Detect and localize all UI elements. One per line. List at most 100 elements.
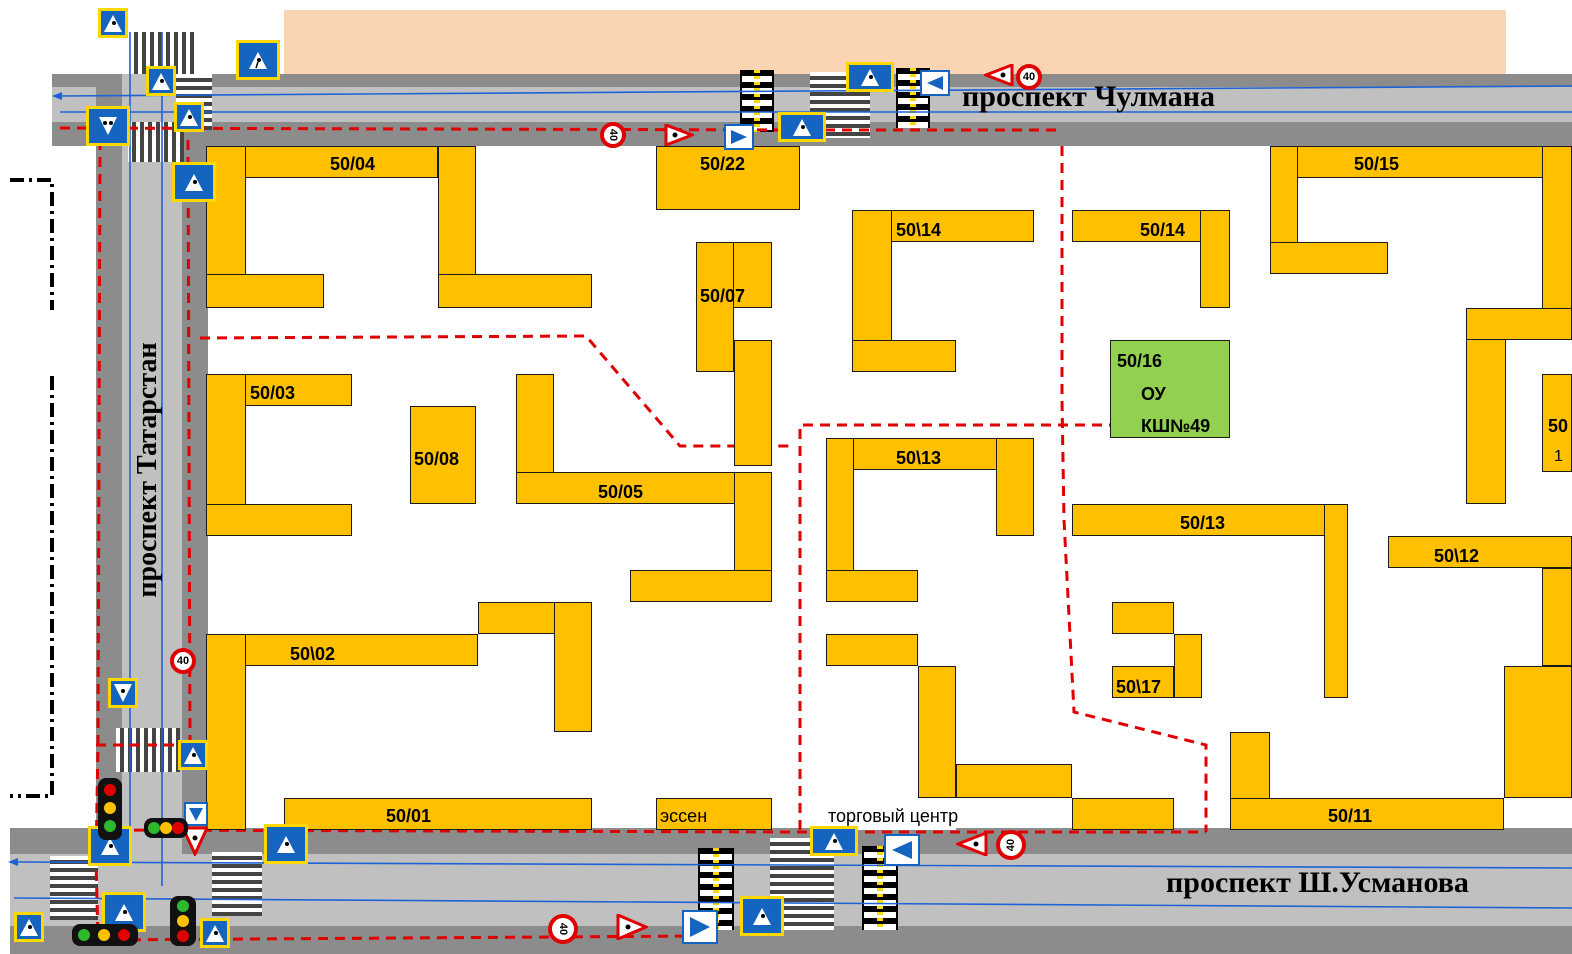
building-50-11 [1230, 798, 1504, 830]
building-50-11 [1542, 568, 1572, 666]
one-way-arrow-icon [184, 802, 208, 826]
speed-bump-icon [698, 848, 734, 930]
children-warning-icon [956, 832, 988, 856]
building-shopping-center [826, 798, 956, 830]
top-banner [284, 10, 1506, 74]
pedestrian-crossing-sign-icon [146, 66, 176, 96]
building-label: 50\02 [290, 644, 336, 664]
building-50-12 [1466, 308, 1506, 504]
street-name-tatarstan: проспект Татарстан [132, 342, 163, 598]
building-shopping-center [918, 666, 956, 798]
traffic-light-icon [72, 924, 138, 946]
children-crossing-sign-icon [86, 106, 130, 146]
building-50-04 [438, 274, 592, 308]
speed-bump-icon [896, 68, 930, 128]
building-50-17 [1112, 666, 1174, 698]
building-essen [656, 798, 772, 830]
building-shopping-center [826, 634, 918, 666]
speed-limit-sign: 40 [996, 830, 1026, 860]
school-number: 50/16 [1117, 351, 1163, 371]
pedestrian-crossing-sign-icon [14, 912, 44, 942]
building-50-13a [826, 570, 918, 602]
building-label: 50 [1548, 416, 1569, 436]
building-50-17 [1174, 634, 1202, 698]
crosswalk [50, 856, 98, 920]
school-type: ОУ [1141, 384, 1166, 404]
building-label: торговый центр [828, 806, 959, 826]
building-50-17 [1112, 602, 1174, 634]
school-name: КШ№49 [1141, 416, 1211, 436]
pedestrian-crossing-sign-icon [178, 740, 208, 770]
building-label: 50/04 [330, 154, 376, 174]
building-label: 50/08 [414, 449, 460, 469]
street-name-chulmana: проспект Чулмана [962, 80, 1216, 113]
children-warning-icon [182, 826, 208, 856]
pedestrian-crossing-sign-icon [174, 102, 204, 132]
building-50-02 [206, 634, 478, 666]
building-label: 1 [1554, 448, 1563, 465]
pedestrian-crossing-sign-icon [236, 40, 280, 80]
building-50-13a [996, 438, 1034, 536]
building-50-05 [630, 570, 772, 602]
building-50-22 [656, 146, 800, 210]
building-50-11 [1504, 666, 1572, 798]
building-label: 50/13 [1180, 513, 1226, 533]
building-partial-right [1542, 374, 1572, 472]
building-50-13b [1072, 504, 1348, 536]
building-label: 50\12 [1434, 546, 1480, 566]
pedestrian-crossing-sign-icon [264, 824, 308, 864]
one-way-arrow-icon [724, 124, 754, 150]
building-50-07 [734, 340, 772, 466]
pedestrian-crossing-sign-icon [200, 918, 230, 948]
building-50-13b [1324, 504, 1348, 698]
speed-limit-sign: 40 [1016, 64, 1042, 90]
one-way-arrow-icon [920, 70, 950, 96]
traffic-light-icon [144, 818, 188, 838]
traffic-light-icon [170, 896, 196, 946]
building-label: 50\13 [896, 448, 942, 468]
pedestrian-crossing-sign-icon [778, 112, 826, 142]
building-label: 50\14 [896, 220, 942, 240]
pedestrian-crossing-sign-icon [846, 62, 894, 92]
building-label: 50/22 [700, 154, 746, 174]
school-building: 50/16 ОУ КШ№49 [1110, 340, 1230, 438]
pedestrian-crossing-sign-icon [810, 826, 858, 856]
building-shopping-center [956, 764, 1072, 798]
pedestrian-crossing-sign-icon [98, 8, 128, 38]
children-crossing-sign-icon [108, 678, 138, 708]
crosswalk [116, 728, 180, 772]
building-label: 50/15 [1354, 154, 1400, 174]
speed-bump-icon [740, 70, 774, 132]
building-label: 50/14 [1140, 220, 1186, 240]
building-50-14b [1200, 210, 1230, 308]
building-50-05 [516, 472, 772, 504]
one-way-arrow-icon [884, 834, 920, 866]
speed-limit-sign: 40 [548, 914, 578, 944]
building-50-12 [1466, 308, 1572, 340]
building-50-03 [206, 504, 352, 536]
building-50-14a [852, 340, 956, 372]
building-label: 50/01 [386, 806, 432, 826]
speed-limit-sign: 40 [170, 648, 196, 674]
building-50-15 [1270, 146, 1572, 178]
building-50-12 [1388, 536, 1572, 568]
building-label: 50/11 [1328, 806, 1373, 826]
building-50-04 [206, 274, 324, 308]
traffic-light-icon [98, 778, 122, 840]
street-name-usmanova: проспект Ш.Усманова [1166, 866, 1469, 899]
pedestrian-crossing-sign-icon [172, 162, 216, 202]
children-warning-icon [984, 64, 1014, 86]
speed-limit-sign: 40 [600, 122, 626, 148]
building-label: 50/03 [250, 383, 296, 403]
building-50-07 [696, 242, 734, 372]
building-50-02 [206, 634, 246, 830]
children-warning-icon [616, 914, 648, 940]
pedestrian-crossing-sign-icon [740, 896, 784, 936]
building-50-02 [554, 602, 592, 732]
building-shopping-center [1072, 798, 1174, 830]
building-label: 50\17 [1116, 677, 1162, 697]
building-label: эссен [660, 806, 708, 826]
building-50-01 [284, 798, 592, 830]
one-way-arrow-icon [682, 910, 718, 944]
